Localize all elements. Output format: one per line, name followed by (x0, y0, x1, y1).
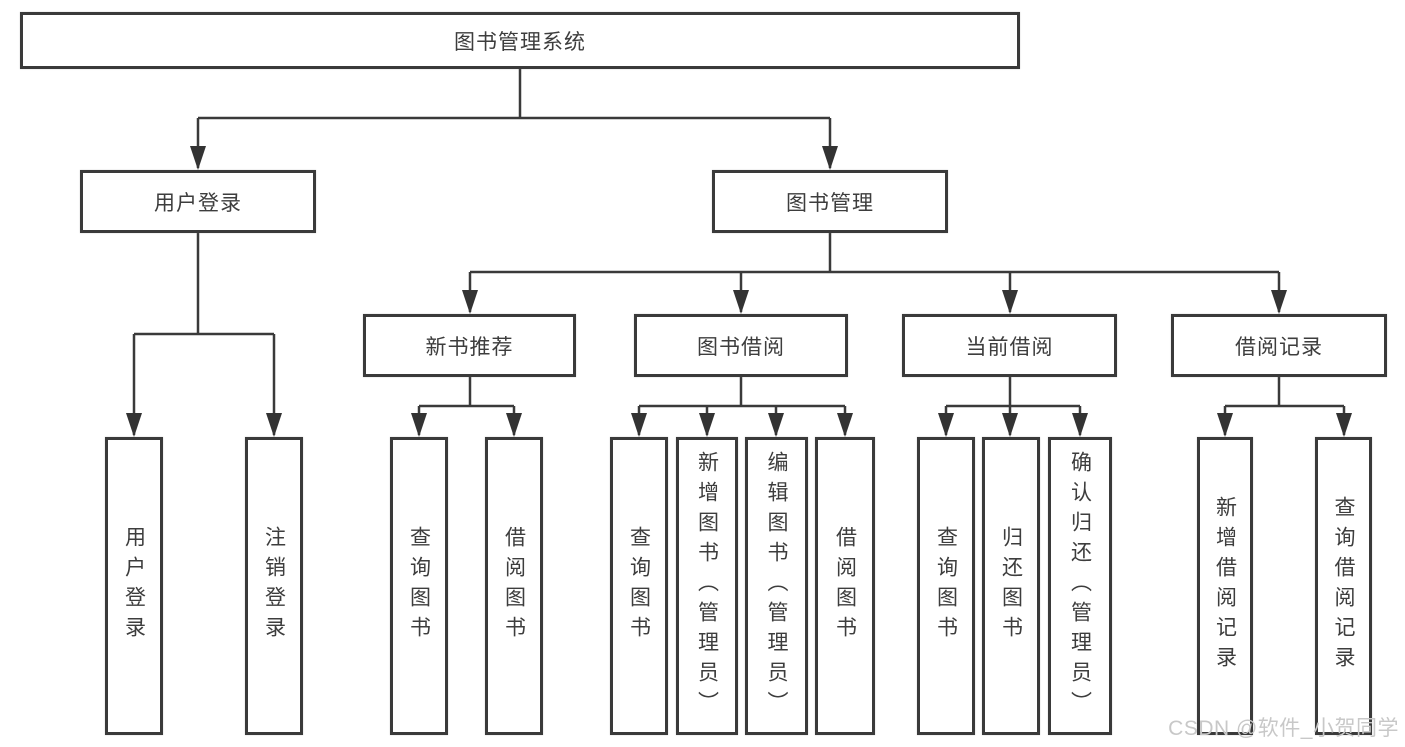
leaf-add-borrow-record: 新增借阅记录 (1197, 437, 1253, 735)
leaf-borrow-books-2: 借阅图书 (815, 437, 875, 735)
arrow-down-icon (938, 413, 954, 437)
leaf-add-books-admin-label: 新增图书（管理员） (695, 451, 719, 721)
arrow-down-icon (506, 413, 522, 437)
leaf-query-books-2-label: 查询图书 (627, 526, 651, 646)
arrow-down-icon (1072, 413, 1088, 437)
arrow-down-icon (411, 413, 427, 437)
leaf-return-books: 归还图书 (982, 437, 1040, 735)
leaf-edit-books-admin: 编辑图书（管理员） (745, 437, 808, 735)
arrow-down-icon (631, 413, 647, 437)
node-user-login: 用户登录 (80, 170, 316, 233)
node-current-borrowing: 当前借阅 (902, 314, 1117, 377)
node-book-management: 图书管理 (712, 170, 948, 233)
leaf-query-books-1: 查询图书 (390, 437, 448, 735)
arrow-down-icon (126, 413, 142, 437)
node-new-book-recommendation-label: 新书推荐 (425, 335, 514, 359)
watermark: CSDN @软件_小贺同学 (1168, 717, 1399, 740)
leaf-borrow-books-1-label: 借阅图书 (502, 526, 526, 646)
arrow-down-icon (1336, 413, 1352, 437)
leaf-query-borrow-record-label: 查询借阅记录 (1332, 496, 1355, 676)
leaf-add-borrow-record-label: 新增借阅记录 (1213, 496, 1237, 676)
leaf-logout: 注销登录 (245, 437, 303, 735)
leaf-query-books-3: 查询图书 (917, 437, 975, 735)
leaf-confirm-return-admin: 确认归还（管理员） (1048, 437, 1112, 735)
arrow-down-icon (733, 290, 749, 314)
node-book-borrowing-label: 图书借阅 (697, 335, 785, 359)
arrow-down-icon (837, 413, 853, 437)
leaf-borrow-books-2-label: 借阅图书 (833, 526, 857, 646)
node-borrowing-records-label: 借阅记录 (1235, 335, 1323, 359)
leaf-logout-label: 注销登录 (262, 526, 286, 646)
leaf-add-books-admin: 新增图书（管理员） (676, 437, 738, 735)
arrow-down-icon (1217, 413, 1233, 437)
leaf-user-login: 用户登录 (105, 437, 163, 735)
arrow-down-icon (699, 413, 715, 437)
leaf-query-borrow-record: 查询借阅记录 (1315, 437, 1372, 735)
leaf-query-books-3-label: 查询图书 (934, 526, 958, 646)
node-current-borrowing-label: 当前借阅 (965, 335, 1054, 359)
leaf-confirm-return-admin-label: 确认归还（管理员） (1068, 451, 1092, 721)
leaf-query-books-2: 查询图书 (610, 437, 668, 735)
arrow-down-icon (462, 290, 478, 314)
node-new-book-recommendation: 新书推荐 (363, 314, 576, 377)
node-library-management-system: 图书管理系统 (20, 12, 1020, 69)
arrow-down-icon (822, 146, 838, 170)
arrow-down-icon (1271, 290, 1287, 314)
tree-connector-path (132, 67, 1346, 435)
leaf-borrow-books-1: 借阅图书 (485, 437, 543, 735)
node-book-management-label: 图书管理 (786, 191, 874, 215)
node-book-borrowing: 图书借阅 (634, 314, 848, 377)
leaf-user-login-label: 用户登录 (122, 526, 146, 646)
arrow-down-icon (266, 413, 282, 437)
node-borrowing-records: 借阅记录 (1171, 314, 1387, 377)
leaf-query-books-1-label: 查询图书 (407, 526, 431, 646)
arrow-down-icon (768, 413, 784, 437)
node-library-management-system-label: 图书管理系统 (454, 30, 586, 54)
arrowheads (126, 146, 1352, 437)
leaf-return-books-label: 归还图书 (999, 526, 1023, 646)
arrow-down-icon (1002, 413, 1018, 437)
node-user-login-label: 用户登录 (154, 191, 242, 215)
leaf-edit-books-admin-label: 编辑图书（管理员） (765, 451, 788, 721)
arrow-down-icon (190, 146, 206, 170)
arrow-down-icon (1002, 290, 1018, 314)
